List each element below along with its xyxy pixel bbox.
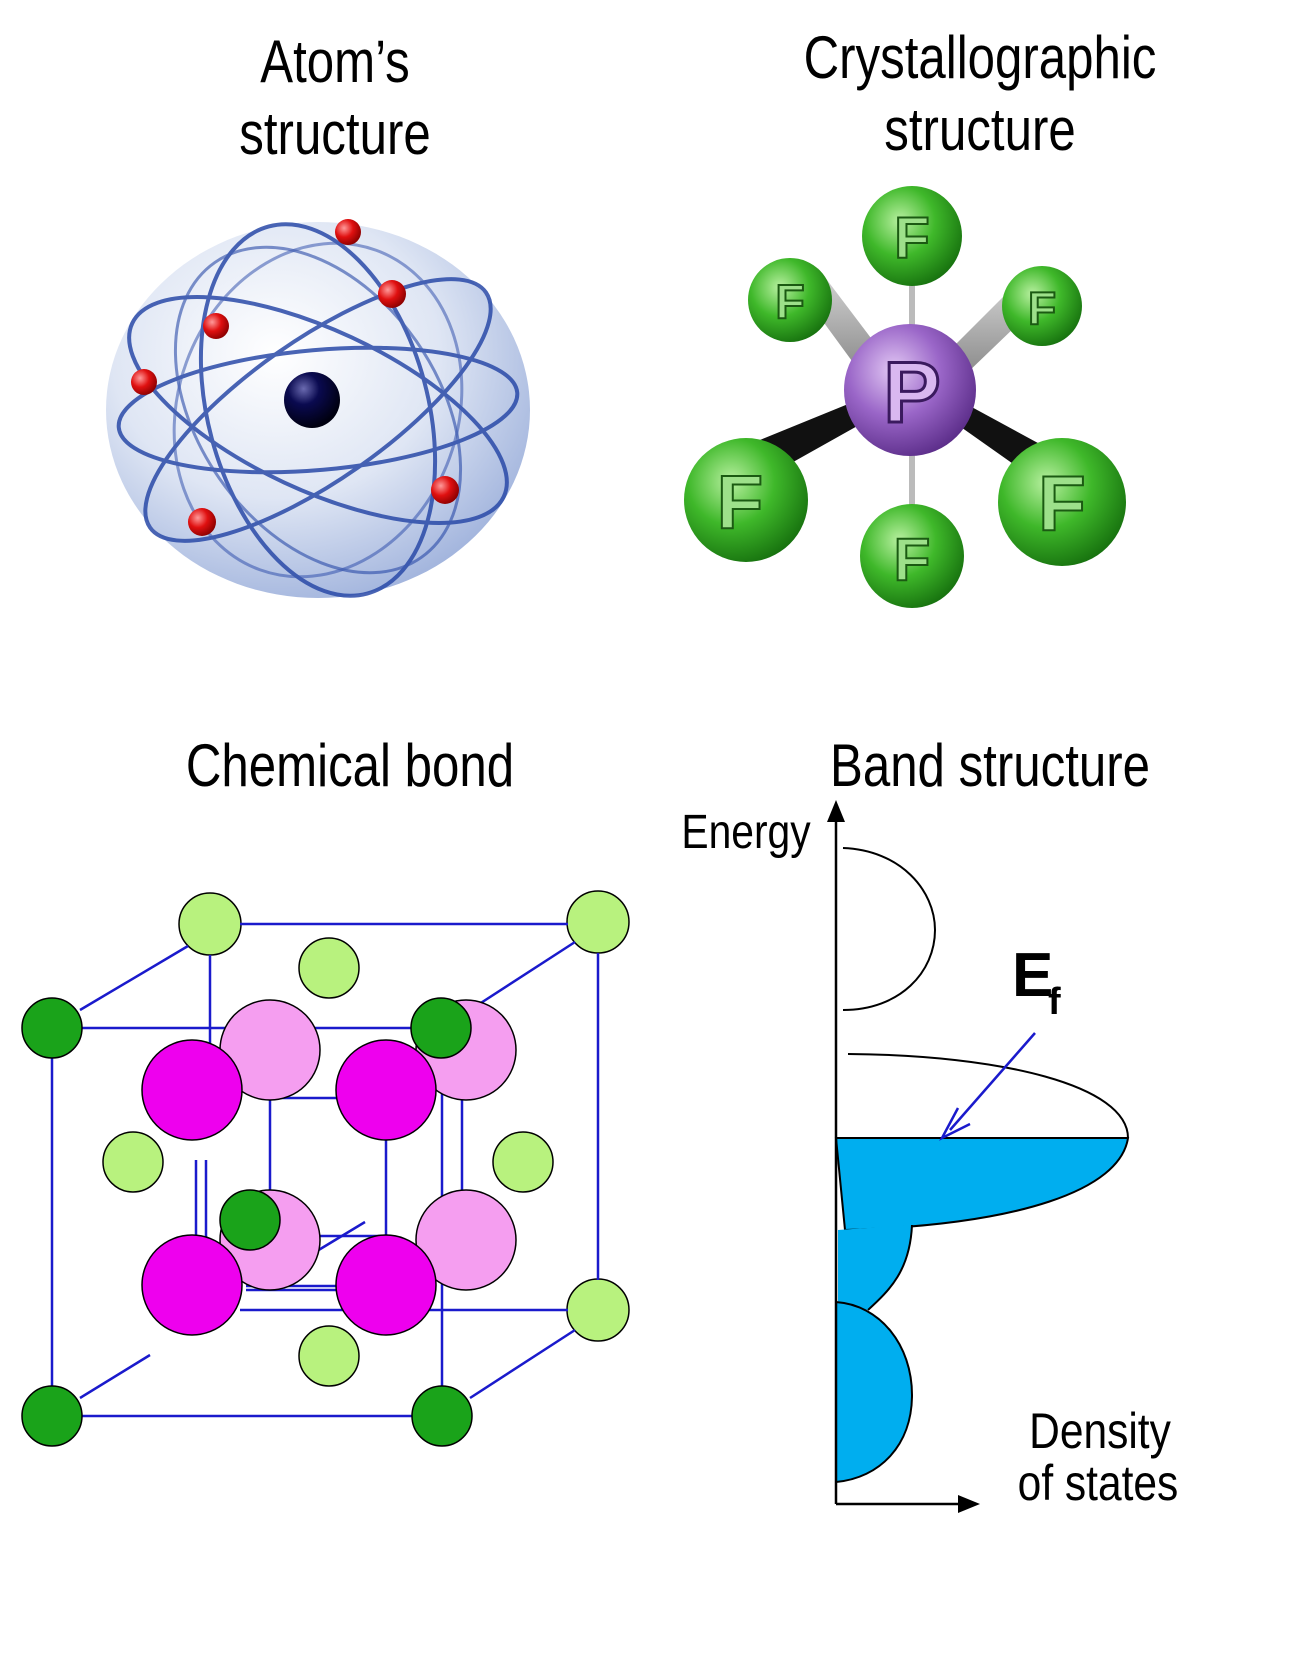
cation-atom xyxy=(141,1234,243,1336)
band-structure-title: Band structure xyxy=(830,732,1150,799)
orbit-path xyxy=(198,222,438,598)
anion-atom xyxy=(492,1131,554,1193)
fluorine-atom: F xyxy=(684,438,808,562)
cation-atom xyxy=(415,1189,517,1291)
electron xyxy=(335,219,361,245)
band-diagram: Energy Density of states E f xyxy=(681,800,1178,1513)
anion-atom xyxy=(410,997,472,1059)
anion-atom xyxy=(566,890,630,954)
orbit-path xyxy=(127,295,509,525)
electron xyxy=(131,369,157,395)
fermi-label-subscript: f xyxy=(1048,981,1061,1023)
fluorine-atom: F xyxy=(748,258,832,342)
chemical-bond-title: Chemical bond xyxy=(185,732,515,799)
electron xyxy=(378,280,406,308)
atom-diagram xyxy=(106,219,530,598)
nucleus xyxy=(284,372,340,428)
svg-text:F: F xyxy=(1038,459,1086,547)
svg-text:P: P xyxy=(883,345,940,441)
fluorine-atom: F xyxy=(998,438,1126,566)
fermi-label: E xyxy=(1012,941,1053,1010)
filled-band xyxy=(834,1137,1130,1232)
electron xyxy=(431,476,459,504)
electron xyxy=(203,313,229,339)
anion-atom xyxy=(411,1385,473,1447)
fluorine-atom: F xyxy=(860,504,964,608)
anion-atom xyxy=(21,1385,83,1447)
dos-axis-arrow xyxy=(958,1495,980,1513)
svg-text:F: F xyxy=(717,460,763,545)
svg-text:F: F xyxy=(775,276,804,329)
svg-text:F: F xyxy=(1028,282,1056,334)
orbit-path xyxy=(116,345,520,475)
orbit-path xyxy=(173,245,463,575)
dos-label-line1: Density xyxy=(1029,1403,1171,1459)
fermi-arrow xyxy=(949,1032,1036,1131)
fluorine-atom: F xyxy=(1002,266,1082,346)
dos-label-line2: of states xyxy=(1018,1455,1179,1511)
anion-atom xyxy=(298,1325,360,1387)
anion-atom xyxy=(102,1131,164,1193)
anion-atom xyxy=(298,937,360,999)
cation-atom xyxy=(141,1039,243,1141)
fluorine-atom: F xyxy=(862,186,962,286)
crystallographic-structure-title: Crystallographic structure xyxy=(803,24,1157,163)
svg-text:F: F xyxy=(894,206,929,271)
phosphorus-atom: P xyxy=(844,324,976,456)
crystal-lattice xyxy=(21,890,630,1447)
pf6-molecule: F F F F F F P xyxy=(684,186,1126,608)
anion-atom xyxy=(219,1189,281,1251)
svg-text:F: F xyxy=(894,526,931,593)
orbit-path xyxy=(172,241,464,579)
energy-axis-arrow xyxy=(827,800,845,822)
empty-band xyxy=(847,1053,1129,1139)
cation-atom xyxy=(335,1234,437,1336)
electron-orbits xyxy=(116,222,520,598)
empty-band xyxy=(842,847,937,1011)
filled-band xyxy=(835,1300,914,1484)
fermi-arrow-head xyxy=(939,1107,971,1141)
atom-structure-title: Atom’s structure xyxy=(239,28,431,167)
anion-atom xyxy=(21,997,83,1059)
electron xyxy=(188,508,216,536)
cation-atom xyxy=(335,1039,437,1141)
anion-atom xyxy=(566,1278,630,1342)
energy-label: Energy xyxy=(681,806,811,859)
filled-band-neck xyxy=(838,1225,912,1310)
anion-atom xyxy=(178,892,242,956)
